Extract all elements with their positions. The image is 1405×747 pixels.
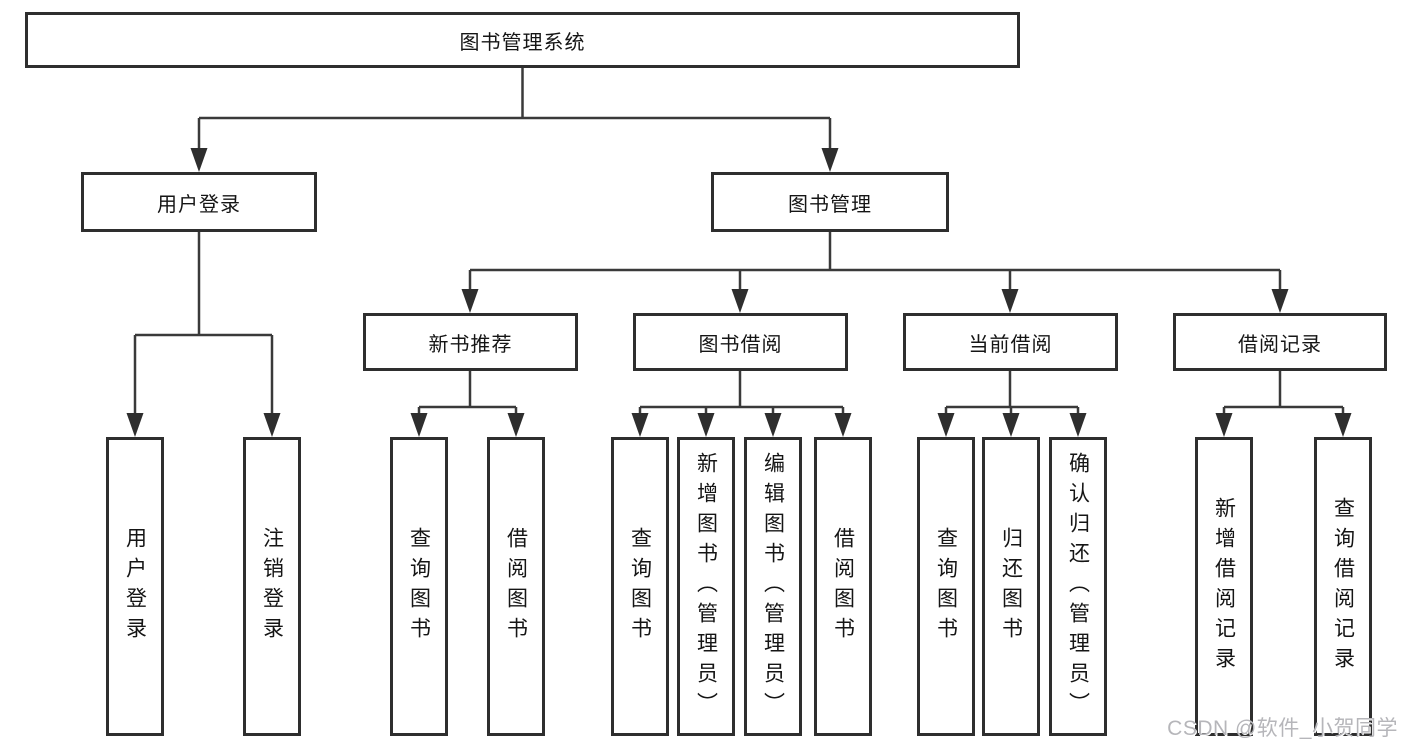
leaf-add-book-admin-label: 新增图书（管理员） bbox=[694, 451, 718, 722]
arrowhead-icon bbox=[1002, 413, 1020, 437]
arrowhead-icon bbox=[631, 413, 649, 437]
leaf-query-borrow-record-label: 查询借阅记录 bbox=[1331, 496, 1355, 677]
leaf-query-books-borrow-label: 查询图书 bbox=[628, 526, 652, 647]
node-user-login: 用户登录 bbox=[81, 172, 317, 232]
leaf-confirm-return-admin-label: 确认归还（管理员） bbox=[1066, 451, 1090, 722]
arrowhead-icon bbox=[1334, 413, 1352, 437]
arrowhead-icon bbox=[461, 289, 479, 313]
node-book-borrow: 图书借阅 bbox=[633, 313, 848, 371]
leaf-query-books-current: 查询图书 bbox=[917, 437, 975, 736]
node-book-management: 图书管理 bbox=[711, 172, 949, 232]
leaf-add-borrow-record-label: 新增借阅记录 bbox=[1212, 496, 1236, 677]
leaf-add-borrow-record: 新增借阅记录 bbox=[1195, 437, 1253, 736]
arrowhead-icon bbox=[507, 413, 525, 437]
node-book-borrow-label: 图书借阅 bbox=[698, 333, 783, 356]
node-current-borrow-label: 当前借阅 bbox=[968, 333, 1053, 356]
leaf-query-books-recommend-label: 查询图书 bbox=[407, 526, 431, 647]
arrowhead-icon bbox=[190, 148, 208, 172]
arrowhead-icon bbox=[697, 413, 715, 437]
arrowhead-icon bbox=[126, 413, 144, 437]
node-borrow-records-label: 借阅记录 bbox=[1238, 333, 1322, 356]
arrowhead-icon bbox=[1069, 413, 1087, 437]
leaf-query-books-current-label: 查询图书 bbox=[934, 526, 958, 647]
leaf-query-borrow-record: 查询借阅记录 bbox=[1314, 437, 1372, 736]
arrowheads bbox=[126, 148, 1352, 437]
leaf-borrow-books-borrow-label: 借阅图书 bbox=[831, 526, 855, 647]
leaf-confirm-return-admin: 确认归还（管理员） bbox=[1049, 437, 1107, 736]
leaf-edit-book-admin-label: 编辑图书（管理员） bbox=[761, 451, 785, 722]
leaf-borrow-books-borrow: 借阅图书 bbox=[814, 437, 872, 736]
leaf-add-book-admin: 新增图书（管理员） bbox=[677, 437, 735, 736]
arrowhead-icon bbox=[1001, 289, 1019, 313]
arrowhead-icon bbox=[410, 413, 428, 437]
leaf-return-book: 归还图书 bbox=[982, 437, 1040, 736]
node-user-login-label: 用户登录 bbox=[157, 193, 241, 216]
arrowhead-icon bbox=[1271, 289, 1289, 313]
node-current-borrow: 当前借阅 bbox=[903, 313, 1118, 371]
node-root: 图书管理系统 bbox=[25, 12, 1020, 68]
arrowhead-icon bbox=[263, 413, 281, 437]
arrowhead-icon bbox=[821, 148, 839, 172]
leaf-borrow-books-recommend-label: 借阅图书 bbox=[504, 526, 528, 647]
leaf-query-books-recommend: 查询图书 bbox=[390, 437, 448, 736]
leaf-logout: 注销登录 bbox=[243, 437, 301, 736]
node-book-management-label: 图书管理 bbox=[788, 193, 872, 216]
node-borrow-records: 借阅记录 bbox=[1173, 313, 1387, 371]
leaf-user-login-label: 用户登录 bbox=[123, 526, 147, 647]
arrowhead-icon bbox=[764, 413, 782, 437]
node-root-label: 图书管理系统 bbox=[459, 31, 586, 54]
leaf-edit-book-admin: 编辑图书（管理员） bbox=[744, 437, 802, 736]
watermark: CSDN @软件_小贺同学 bbox=[1167, 717, 1398, 740]
arrowhead-icon bbox=[1215, 413, 1233, 437]
node-new-book-recommend-label: 新书推荐 bbox=[428, 333, 513, 356]
leaf-logout-label: 注销登录 bbox=[260, 526, 284, 647]
node-new-book-recommend: 新书推荐 bbox=[363, 313, 578, 371]
leaf-return-book-label: 归还图书 bbox=[999, 526, 1023, 647]
arrowhead-icon bbox=[834, 413, 852, 437]
leaf-borrow-books-recommend: 借阅图书 bbox=[487, 437, 545, 736]
leaf-query-books-borrow: 查询图书 bbox=[611, 437, 669, 736]
connector-path bbox=[133, 68, 1345, 417]
arrowhead-icon bbox=[937, 413, 955, 437]
leaf-user-login: 用户登录 bbox=[106, 437, 164, 736]
arrowhead-icon bbox=[731, 289, 749, 313]
